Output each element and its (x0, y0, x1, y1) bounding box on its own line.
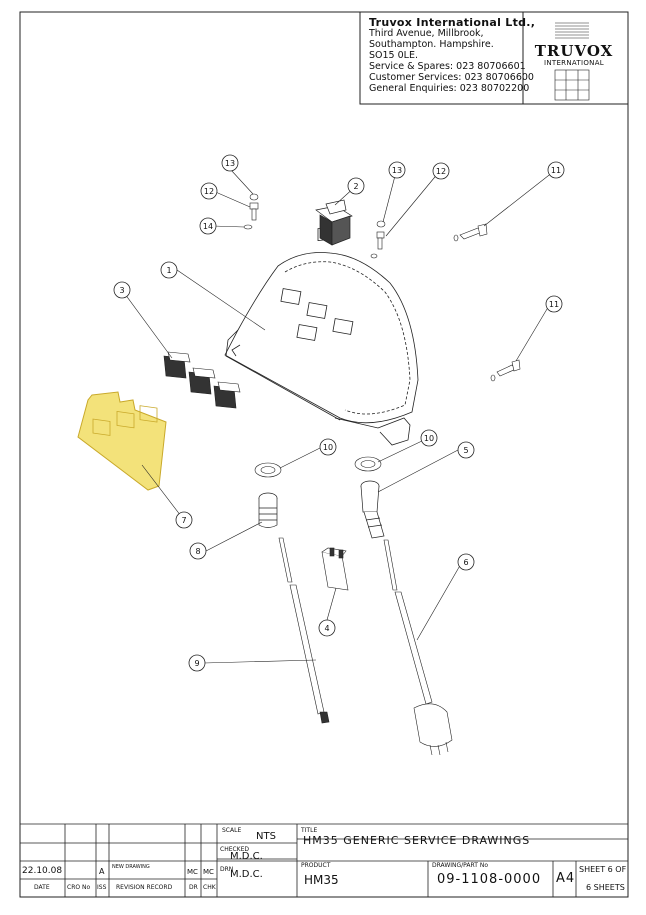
address-line-2: Southampton. Hampshire. (369, 39, 494, 50)
callout-2-label: 2 (353, 182, 358, 191)
checked-label: CHECKED (220, 846, 250, 853)
lock-nuts-part-10 (254, 456, 382, 478)
callout-9-label: 9 (194, 659, 199, 668)
callout-6-circle (457, 553, 475, 571)
callout-13b-label: 13 (392, 166, 402, 175)
probe-part-9 (278, 537, 330, 724)
drn-label: DRN (220, 866, 234, 873)
revision-issue: A (99, 867, 105, 876)
callout-4-circle (318, 619, 336, 637)
drawing-title: HM35 GENERIC SERVICE DRAWINGS (303, 834, 531, 847)
callout-10a-label: 10 (323, 443, 333, 452)
scale-value: NTS (256, 831, 276, 842)
logo-subtitle: INTERNATIONAL (543, 59, 605, 67)
header-dr: DR (189, 884, 198, 891)
paper-size: A4 (556, 871, 576, 886)
callout-12a-circle (200, 182, 218, 200)
header-revision-record: REVISION RECORD (116, 884, 173, 891)
customer-services-phone: Customer Services: 023 80706600 (369, 72, 534, 83)
callout-1-label: 1 (166, 266, 171, 275)
revision-record: NEW DRAWING (112, 864, 150, 870)
callout-3-label: 3 (119, 286, 124, 295)
callout-10a-circle (319, 438, 337, 456)
revision-checked-by: MC (203, 868, 214, 876)
callout-14-circle (199, 217, 217, 235)
callout-5-label: 5 (463, 446, 468, 455)
connector-part-4 (321, 547, 349, 591)
sheet-count-line-1: SHEET 6 OF (579, 865, 627, 874)
postcode: SO15 0LE. (369, 50, 418, 61)
product-value: HM35 (304, 873, 339, 887)
checked-value: M.D.C. (230, 851, 263, 862)
drn-value: M.D.C. (230, 869, 263, 880)
gland-part-5 (360, 480, 385, 539)
callout-11a-label: 11 (551, 166, 561, 175)
callout-9-circle (188, 654, 206, 672)
service-spares-phone: Service & Spares: 023 80706601 (369, 61, 526, 72)
callout-11b-circle (545, 295, 563, 313)
drawing-number-label: DRAWING/PART No (432, 862, 488, 869)
revision-date: 22.10.08 (22, 866, 63, 876)
header-date: DATE (34, 884, 50, 891)
truvox-logo-icon (554, 22, 590, 101)
callout-numbers: 1 2 3 4 5 6 7 8 9 10 10 11 11 12 12 13 1… (119, 159, 561, 668)
sheet-count-line-2: 6 SHEETS (586, 883, 625, 892)
callout-12b-circle (432, 162, 450, 180)
callout-10b-circle (420, 429, 438, 447)
title-block-grid (20, 823, 628, 897)
header-chk: CHK (203, 884, 216, 891)
callout-13a-circle (221, 154, 239, 172)
scale-label: SCALE (222, 827, 242, 834)
switch-cluster-part-3 (163, 351, 241, 409)
fasteners-12-13-14 (243, 193, 386, 259)
housing-part-1 (224, 225, 419, 446)
callout-leaders (121, 169, 554, 664)
address-line-1: Third Avenue, Millbrook, (369, 28, 484, 39)
product-label: PRODUCT (301, 862, 331, 869)
callout-10b-label: 10 (424, 434, 434, 443)
callout-11b-label: 11 (549, 300, 559, 309)
callout-14-label: 14 (203, 222, 213, 231)
header-iss: ISS (97, 884, 107, 891)
callout-2-circle (347, 177, 365, 195)
callout-5-circle (457, 441, 475, 459)
header-cro: CRO No (67, 884, 91, 891)
general-enquiries-phone: General Enquiries: 023 80702200 (369, 83, 530, 94)
callout-7-label: 7 (181, 516, 186, 525)
screws-part-11 (453, 223, 521, 382)
callout-7-circle (175, 511, 193, 529)
drawing-number: 09-1108-0000 (437, 872, 542, 887)
callout-13b-circle (388, 161, 406, 179)
sensor-rod-part-6 (383, 539, 453, 756)
callout-13a-label: 13 (225, 159, 235, 168)
callout-12b-label: 12 (436, 167, 446, 176)
callout-8-label: 8 (195, 547, 200, 556)
sheet-border (19, 11, 629, 898)
callout-12a-label: 12 (204, 187, 214, 196)
callout-8-circle (189, 542, 207, 560)
callout-6-label: 6 (463, 558, 468, 567)
company-box (359, 11, 629, 105)
callout-3-circle (113, 281, 131, 299)
callout-1-circle (160, 261, 178, 279)
gland-part-8 (258, 492, 278, 528)
company-address: Truvox International Ltd., Third Avenue,… (369, 17, 535, 94)
revision-drawn-by: MC (187, 868, 198, 876)
company-name: Truvox International Ltd., (369, 16, 536, 29)
logo-wordmark: TRUVOX (534, 42, 614, 60)
title-label: TITLE (301, 827, 318, 834)
callout-4-label: 4 (324, 624, 329, 633)
callout-circles (113, 154, 565, 672)
membrane-label-part-7 (77, 391, 167, 491)
callout-11a-circle (547, 161, 565, 179)
rocker-switch-part-2 (315, 199, 353, 246)
